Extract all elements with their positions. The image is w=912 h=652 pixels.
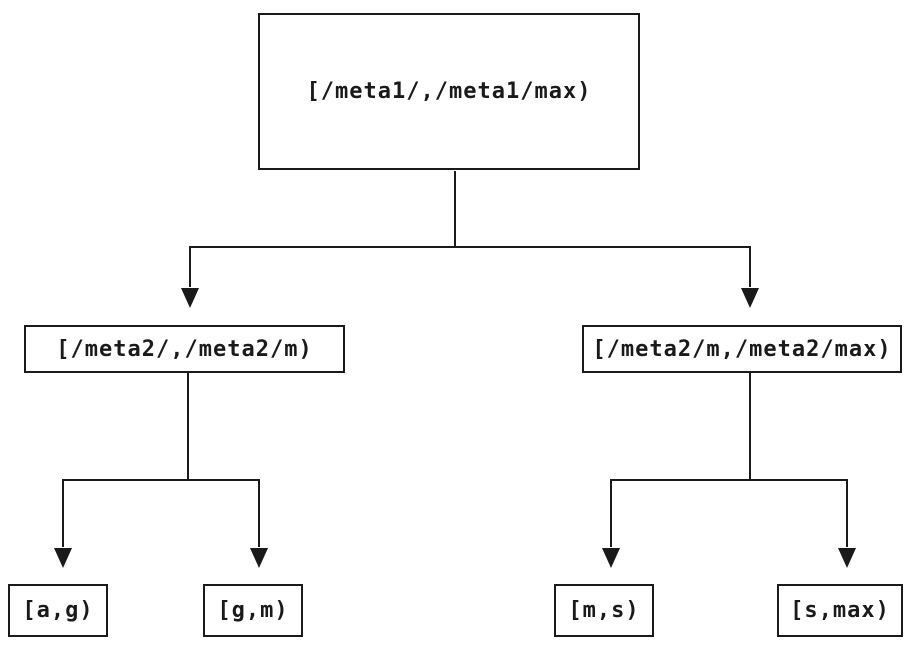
arrow-down-icon <box>838 548 856 568</box>
node-level2-right-label: [/meta2/m,/meta2/max) <box>592 336 892 362</box>
node-level2-left-label: [/meta2/,/meta2/m) <box>56 336 313 362</box>
node-leaf-m-s-label: [m,s) <box>568 598 640 623</box>
node-leaf-g-m: [g,m) <box>203 584 303 637</box>
node-root-label: [/meta1/,/meta1/max) <box>306 79 592 104</box>
arrow-down-icon <box>54 548 72 568</box>
node-level2-left: [/meta2/,/meta2/m) <box>24 325 345 373</box>
node-level2-right: [/meta2/m,/meta2/max) <box>582 325 902 373</box>
node-leaf-a-g: [a,g) <box>8 584 108 637</box>
arrow-down-icon <box>741 288 759 308</box>
node-leaf-s-max: [s,max) <box>777 584 903 637</box>
arrow-down-icon <box>602 548 620 568</box>
edge-level2-left-to-leaves <box>54 373 268 568</box>
arrow-down-icon <box>181 288 199 308</box>
node-leaf-a-g-label: [a,g) <box>22 598 94 623</box>
edge-level2-right-to-leaves <box>602 373 856 568</box>
node-leaf-m-s: [m,s) <box>554 584 654 637</box>
edge-root-to-level2 <box>181 171 759 308</box>
node-root: [/meta1/,/meta1/max) <box>258 13 640 170</box>
node-leaf-g-m-label: [g,m) <box>217 598 289 623</box>
node-leaf-s-max-label: [s,max) <box>790 598 890 623</box>
arrow-down-icon <box>250 548 268 568</box>
